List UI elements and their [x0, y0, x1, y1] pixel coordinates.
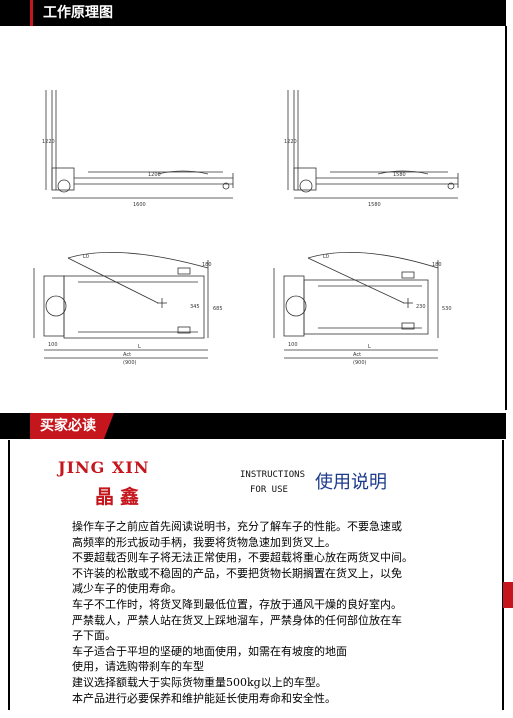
section-title-working-principle: 工作原理图 — [30, 0, 131, 26]
dim-top-left-w3: 345 — [190, 304, 200, 310]
instruction-line: 本产品进行必要保养和维护能延长使用寿命和安全性。 — [72, 691, 336, 705]
dim-top-right-left: 100 — [288, 342, 298, 348]
dim-top-right-l: L — [368, 344, 371, 350]
dim-top-left-act: Act — [123, 352, 131, 358]
instruction-line: 高频率的形式扳动手柄，我要将货物急速加到货叉上。 — [72, 535, 336, 549]
dim-top-left-total: (900) — [123, 360, 136, 366]
side-view-right — [287, 90, 459, 199]
dim-top-left-l: L — [138, 344, 141, 350]
instructions-title-en-1: INSTRUCTIONS — [240, 470, 306, 480]
instructions-panel — [8, 440, 504, 710]
instruction-line: 减少车子的使用寿命。 — [72, 582, 182, 596]
dim-top-left-w1: 180 — [202, 262, 212, 268]
instruction-line: 车子适合于平坦的坚硬的地面使用，如需在有坡度的地面 — [72, 644, 347, 658]
instructions-text: 操作车子之前应首先阅读说明书，充分了解车子的性能。不要急速或 高频率的形式扳动手… — [72, 519, 444, 706]
instruction-line: 车子不工作时，将货叉降到最低位置，存放于通风干燥的良好室内。 — [72, 597, 402, 611]
instruction-line: 不要超载否则车子将无法正常使用，不要超载将重心放在两货叉中间。 — [72, 551, 413, 565]
dim-top-right-angle: L0 — [323, 254, 329, 260]
dim-top-right-w1: 180 — [432, 262, 442, 268]
side-view-left — [45, 90, 234, 199]
technical-drawings: 1220 1200 1600 1220 1580 1580 L0 180 685… — [33, 90, 459, 366]
instruction-line: 严禁载人，严禁人站在货叉上踩地溜车，严禁身体的任何部位放在车 — [72, 613, 402, 627]
top-view-right — [273, 252, 439, 359]
dim-right-height: 1220 — [284, 139, 297, 145]
instructions-title-cn: 使用说明 — [315, 472, 387, 493]
instruction-line: 使用，请选购带刹车的车型 — [72, 660, 204, 674]
section-title-buyer-notice: 买家必读 — [30, 413, 114, 439]
section-bar-working-principle: 工作原理图 — [0, 0, 506, 26]
dim-top-right-total: (900) — [353, 360, 366, 366]
dim-right-total: 1580 — [368, 202, 381, 208]
dim-top-left-w2: 685 — [213, 306, 223, 312]
section-bar-buyer-notice: 买家必读 — [0, 413, 506, 439]
brand-logo-en: JING XIN — [58, 458, 150, 477]
side-rule-right — [505, 26, 507, 410]
dim-left-total: 1600 — [133, 202, 146, 208]
instruction-line: 子下面。 — [72, 629, 116, 643]
dim-top-left-angle: L0 — [83, 254, 89, 260]
dim-left-height: 1220 — [42, 139, 55, 145]
instruction-line: 不许装的松散或不稳固的产品，不要把货物长期搁置在货叉上，以免 — [72, 566, 402, 580]
dim-top-left-left: 100 — [48, 342, 58, 348]
dim-top-right-act: Act — [353, 352, 361, 358]
instruction-line: 建议选择额载大于实际货物重量500kg以上的车型。 — [72, 675, 327, 689]
dim-left-fork: 1200 — [148, 172, 161, 178]
instructions-title-en-2: FOR USE — [250, 485, 288, 495]
dim-top-right-w3: 230 — [416, 304, 426, 310]
instruction-line: 操作车子之前应首先阅读说明书，充分了解车子的性能。不要急速或 — [72, 520, 402, 533]
top-view-left — [33, 252, 209, 359]
brand-logo-cn: 晶鑫 — [95, 486, 146, 508]
side-edge-tab[interactable] — [503, 582, 513, 608]
dim-top-right-w2: 530 — [442, 306, 452, 312]
dim-right-fork: 1580 — [393, 172, 406, 178]
